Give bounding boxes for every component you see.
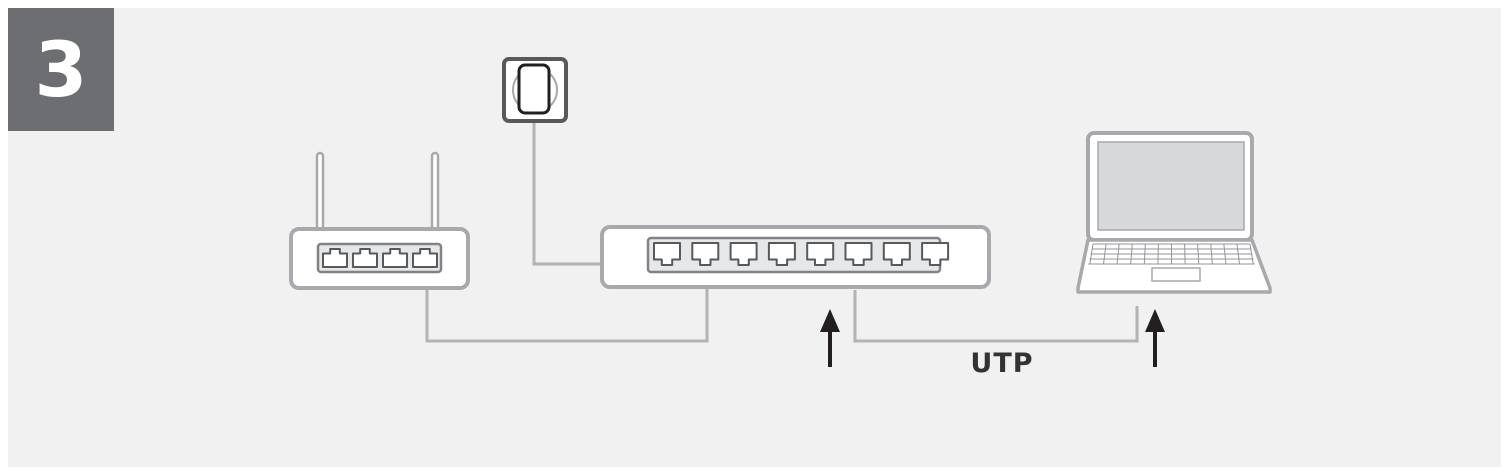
outlet-to-switch-cable — [532, 122, 602, 266]
router-to-switch-cable — [425, 289, 709, 343]
laptop-touchpad — [1151, 267, 1201, 282]
cable-type-label: UTP — [970, 348, 1034, 379]
ethernet-port-icon — [653, 242, 681, 266]
ethernet-port-icon — [806, 242, 835, 266]
up-arrow-icon — [1145, 309, 1165, 367]
laptop-keyboard — [1088, 243, 1255, 265]
ethernet-port-icon — [322, 248, 348, 268]
ethernet-port-icon — [882, 242, 911, 266]
ethernet-port-icon — [844, 242, 873, 266]
wireless-router-icon — [289, 151, 470, 290]
outlet-plug — [517, 63, 551, 115]
network-switch-icon — [600, 225, 991, 289]
power-outlet-icon — [502, 57, 568, 123]
cables — [425, 122, 1139, 343]
switch-to-laptop-cable — [853, 290, 1139, 343]
ethernet-port-icon — [921, 242, 950, 266]
ethernet-port-icon — [412, 248, 438, 268]
router-antenna-right — [430, 151, 440, 235]
laptop-icon — [1076, 131, 1272, 294]
ethernet-port-icon — [767, 242, 796, 266]
up-arrow-icon — [820, 309, 840, 367]
ethernet-port-icon — [691, 242, 720, 266]
ethernet-port-icon — [382, 248, 408, 268]
laptop-base — [1076, 238, 1272, 294]
router-antenna-left — [315, 151, 325, 235]
step-number-badge: 3 — [8, 8, 114, 131]
ethernet-port-icon — [352, 248, 378, 268]
router-ports — [322, 248, 438, 268]
switch-ports — [653, 242, 950, 266]
router-port-panel — [316, 242, 443, 274]
ethernet-port-icon — [729, 242, 758, 266]
laptop-screen — [1097, 141, 1245, 231]
